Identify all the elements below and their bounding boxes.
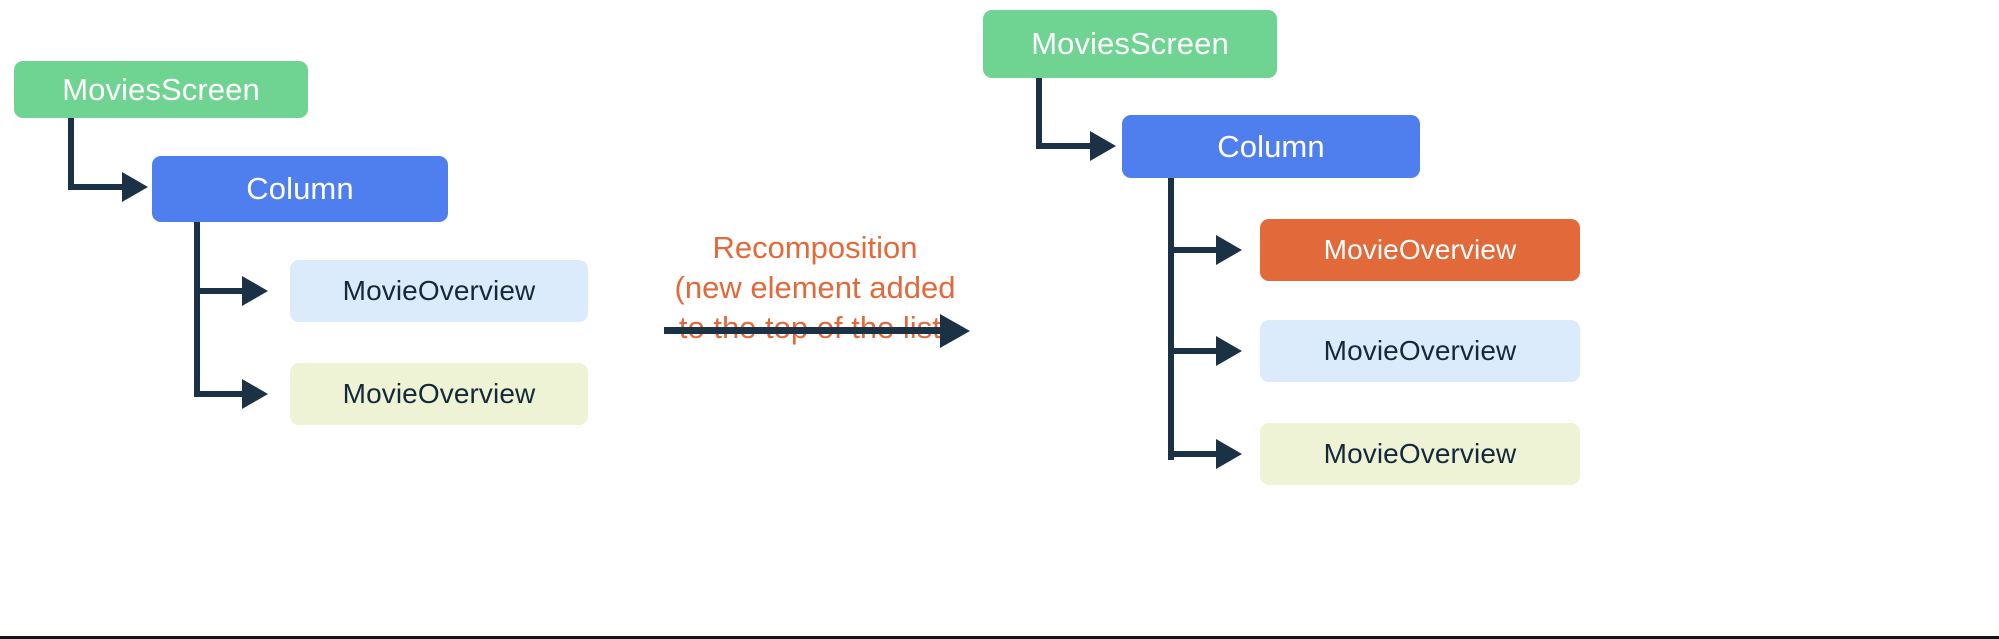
before-edge-column-trunk [194,222,200,397]
before-edge-root-horizontal [68,184,126,190]
after-node-movieoverview-3[interactable]: MovieOverview [1260,423,1580,485]
before-node-moviesscreen-label: MoviesScreen [62,71,260,107]
after-node-moviesscreen[interactable]: MoviesScreen [983,10,1277,78]
before-arrowhead-root-to-column [122,172,148,202]
after-arrowhead-child1 [1216,235,1242,265]
before-node-movieoverview-1-label: MovieOverview [342,275,536,306]
after-node-column-label: Column [1217,128,1325,164]
after-node-movieoverview-2-label: MovieOverview [1323,335,1517,366]
after-arrowhead-child2 [1216,336,1242,366]
after-arrowhead-child3 [1216,439,1242,469]
after-edge-child1-horizontal [1168,247,1220,253]
transition-label-line3: to the top of the list) [660,268,970,347]
before-node-movieoverview-2[interactable]: MovieOverview [290,363,588,425]
after-node-moviesscreen-label: MoviesScreen [1031,26,1229,61]
transition-line2-text: (new element added [674,269,956,305]
after-node-column[interactable]: Column [1122,115,1420,178]
before-node-moviesscreen[interactable]: MoviesScreen [14,61,308,118]
after-edge-child2-horizontal [1168,348,1220,354]
after-arrowhead-root-to-column [1090,131,1116,161]
after-node-movieoverview-3-label: MovieOverview [1323,438,1517,469]
before-node-column-label: Column [246,171,354,206]
before-node-movieoverview-1[interactable]: MovieOverview [290,260,588,322]
after-node-movieoverview-2[interactable]: MovieOverview [1260,320,1580,382]
transition-arrow-head [940,314,970,348]
after-edge-column-trunk [1168,178,1174,460]
after-node-movieoverview-1-label: MovieOverview [1323,234,1517,265]
before-edge-root-vertical [68,118,74,190]
before-arrowhead-child1 [242,276,268,306]
after-edge-child3-horizontal [1168,451,1220,457]
after-node-movieoverview-1[interactable]: MovieOverview [1260,219,1580,281]
after-edge-root-horizontal [1036,143,1094,149]
after-edge-root-vertical [1036,78,1042,149]
transition-label-line2: (new element added [660,228,970,307]
before-node-movieoverview-2-label: MovieOverview [342,378,536,409]
transition-label-line1: Recomposition [660,188,970,267]
transition-arrow-shaft [664,327,942,334]
before-edge-child2-horizontal [194,391,246,397]
before-edge-child1-horizontal [194,288,246,294]
transition-line1-text: Recomposition [712,229,918,265]
before-arrowhead-child2 [242,379,268,409]
before-node-column[interactable]: Column [152,156,448,222]
